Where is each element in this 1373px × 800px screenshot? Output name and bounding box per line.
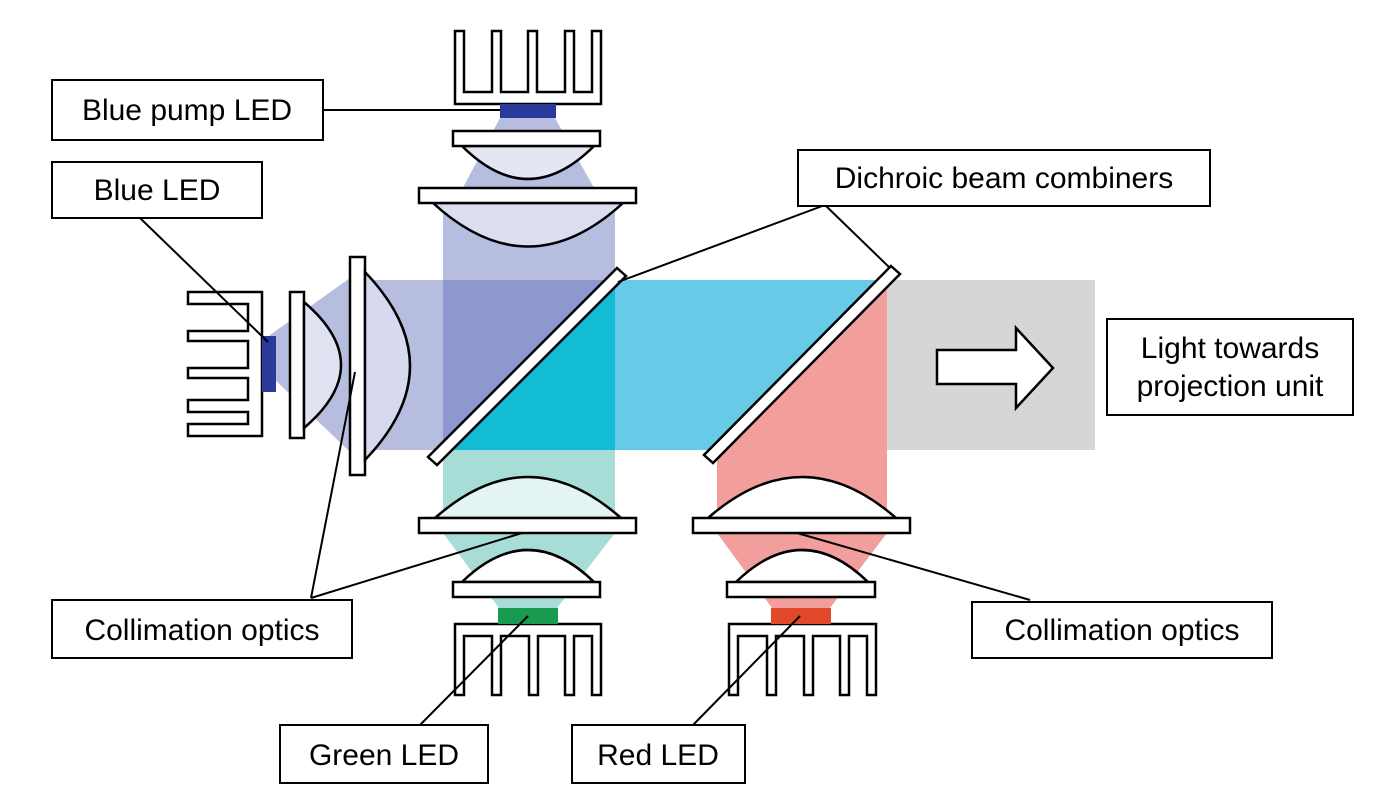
label-blue-led-text: Blue LED	[94, 174, 221, 207]
lens-red-large	[704, 475, 900, 520]
lens-green-large-plate	[417, 516, 638, 535]
label-red-led-text: Red LED	[597, 739, 719, 772]
leader-collimation-right	[796, 532, 1031, 601]
dichroic-mirrors	[426, 264, 902, 467]
lens-left-small-plate	[288, 290, 306, 440]
lens-left-large-plate	[348, 255, 367, 477]
lens-left-large	[363, 268, 412, 464]
lens-green-small	[458, 548, 598, 584]
label-green-led: Green LED	[279, 724, 489, 784]
leader-dichroic-right	[824, 204, 891, 269]
heat-sink-red	[727, 622, 878, 697]
label-green-led-text: Green LED	[309, 739, 459, 772]
label-collimation-optics-right: Collimation optics	[971, 601, 1273, 659]
cyan-beam	[615, 280, 887, 450]
label-light-towards-line2: projection unit	[1137, 370, 1324, 403]
leader-collimation-left-a	[310, 371, 356, 599]
lens-green-large	[431, 475, 625, 520]
label-red-led: Red LED	[571, 724, 746, 784]
lens-green-small-plate	[451, 580, 602, 599]
lens-red-small	[732, 548, 872, 584]
dichroic-mirror-left	[426, 266, 628, 467]
leader-collimation-left-b	[310, 532, 523, 599]
heat-sink-green	[453, 622, 603, 697]
lenses	[288, 129, 912, 599]
label-light-towards-projection: Light towards projection unit	[1106, 318, 1354, 416]
leader-dichroic-left	[617, 204, 826, 283]
label-collimation-left-text: Collimation optics	[84, 614, 319, 647]
label-collimation-optics-left: Collimation optics	[51, 599, 353, 659]
label-light-towards-line1: Light towards	[1141, 332, 1319, 365]
heat-sink-top	[453, 29, 603, 106]
heat-sinks	[186, 29, 878, 697]
lens-top-large-plate	[417, 186, 638, 205]
label-blue-pump-led-text: Blue pump LED	[82, 94, 292, 127]
lens-top-small	[458, 144, 598, 181]
lens-red-small-plate	[725, 580, 877, 599]
label-blue-led: Blue LED	[51, 161, 263, 219]
output-arrow	[935, 324, 1055, 412]
lens-red-large-plate	[691, 516, 912, 535]
leader-red-led	[692, 615, 801, 726]
label-dichroic-text: Dichroic beam combiners	[835, 162, 1173, 195]
lens-top-large	[429, 201, 627, 248]
blue-pump-led-chip	[500, 104, 556, 118]
leader-blue-led	[139, 217, 269, 343]
lens-top-small-plate	[451, 129, 602, 148]
led-chips	[262, 104, 831, 624]
leader-green-led	[419, 615, 529, 726]
blue-led-chip	[262, 336, 276, 392]
lens-left-small	[302, 299, 343, 431]
red-led-chip	[771, 608, 831, 624]
label-dichroic-beam-combiners: Dichroic beam combiners	[797, 149, 1211, 207]
label-blue-pump-led: Blue pump LED	[51, 79, 324, 141]
dichroic-mirror-right	[702, 264, 902, 465]
leader-lines	[139, 109, 1031, 726]
label-collimation-right-text: Collimation optics	[1004, 614, 1239, 647]
heat-sink-left	[186, 290, 264, 438]
